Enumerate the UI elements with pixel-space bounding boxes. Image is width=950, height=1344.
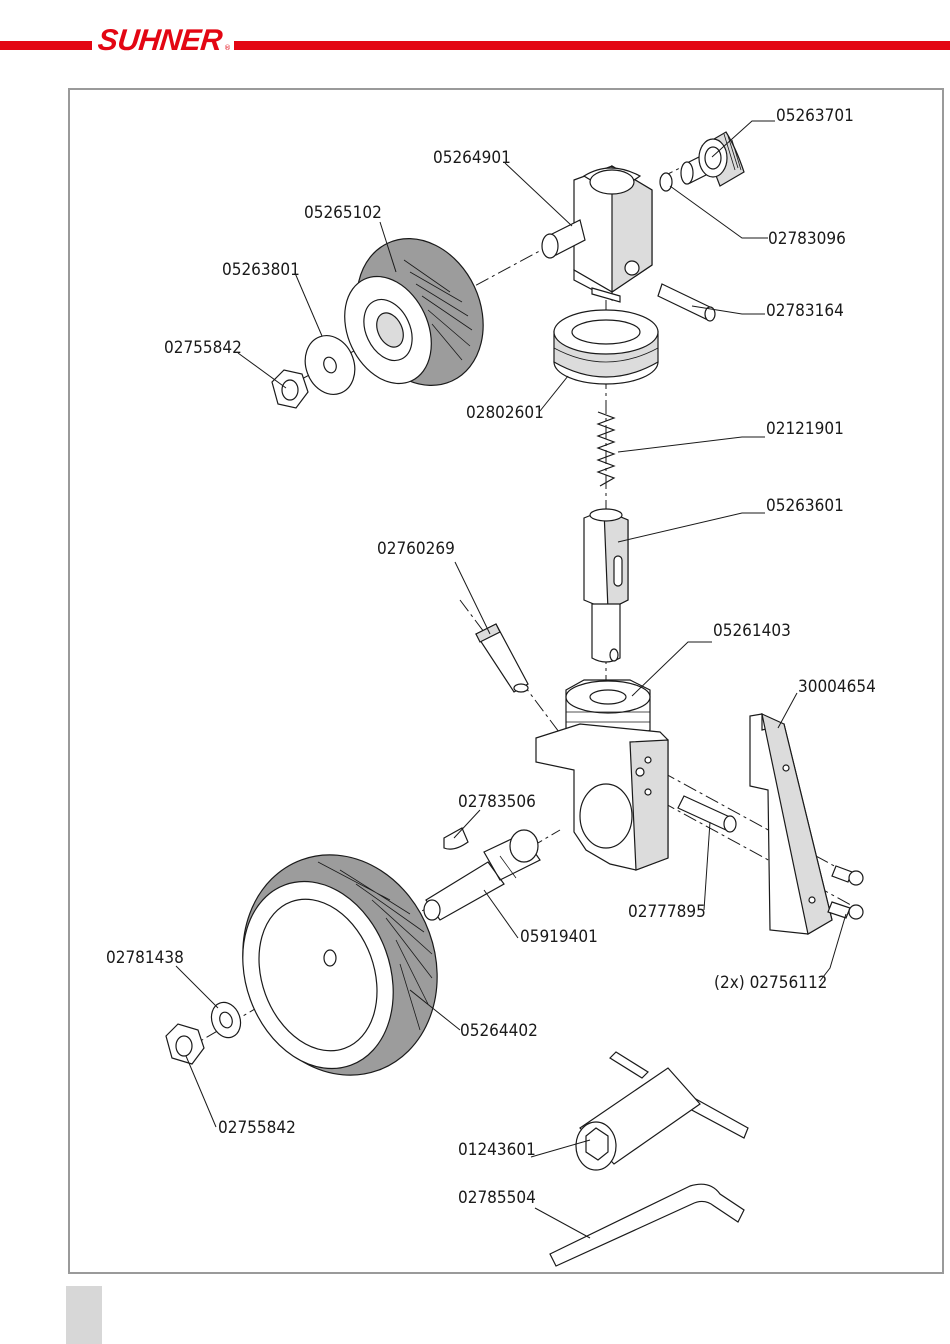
part-label-05263701: 05263701	[776, 106, 854, 126]
part-label-05261403: 05261403	[713, 621, 791, 641]
part-label-02783506: 02783506	[458, 792, 536, 812]
part-label-02121901: 02121901	[766, 419, 844, 439]
part-label-02781438: 02781438	[106, 948, 184, 968]
square-shaft-part	[584, 509, 628, 662]
lower-hex-nut-part	[166, 1024, 204, 1064]
wheel-shaft-part	[424, 830, 540, 920]
socket-screws-part	[828, 866, 863, 919]
part-label-02783164: 02783164	[766, 301, 844, 321]
part-label-05264901: 05264901	[433, 148, 511, 168]
woodruff-key-part	[444, 828, 468, 849]
part-label-05264402: 05264402	[460, 1021, 538, 1041]
part-label-02783096: 02783096	[768, 229, 846, 249]
upper-contact-wheel-part	[328, 218, 506, 406]
part-label-05263601: 05263601	[766, 496, 844, 516]
knurled-knob-part	[681, 132, 744, 186]
guide-pin-part	[476, 624, 528, 692]
screw-axis-centerline-lower	[640, 790, 860, 910]
page-number-tab	[66, 1286, 102, 1344]
part-label-01243601: 01243601	[458, 1140, 536, 1160]
compression-spring-part	[598, 412, 614, 486]
lower-contact-wheel-part	[212, 827, 467, 1102]
part-label-02755842-lower: 02755842	[218, 1118, 296, 1138]
fork-bracket-part	[536, 724, 668, 870]
part-label-02756112: (2x) 02756112	[714, 973, 827, 993]
head-block-part	[542, 166, 652, 302]
part-label-02777895: 02777895	[628, 902, 706, 922]
part-label-02785504: 02785504	[458, 1188, 536, 1208]
o-ring-part	[660, 173, 672, 191]
t-handle-wrench-part	[576, 1052, 748, 1170]
bearing-ring-part	[554, 310, 658, 384]
cross-pin-part	[658, 284, 715, 321]
upper-hex-nut-part	[272, 370, 308, 408]
part-label-05265102: 05265102	[304, 203, 382, 223]
guard-plate-part	[750, 714, 832, 934]
part-label-05263801: 05263801	[222, 260, 300, 280]
part-label-02760269: 02760269	[377, 539, 455, 559]
part-label-02755842-upper: 02755842	[164, 338, 242, 358]
part-label-05919401: 05919401	[520, 927, 598, 947]
hex-key-part	[550, 1184, 744, 1266]
part-label-30004654: 30004654	[798, 677, 876, 697]
part-label-02802601: 02802601	[466, 403, 544, 423]
lower-washer-part	[207, 998, 246, 1041]
